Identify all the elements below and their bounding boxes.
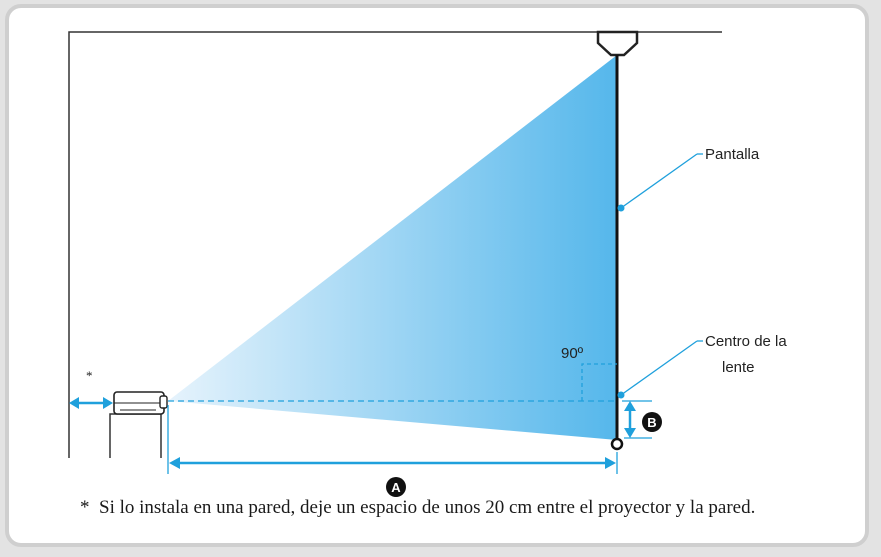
lens-center-label-line1: Centro de la bbox=[705, 333, 787, 350]
height-b-badge: B bbox=[642, 412, 662, 432]
projector-stand bbox=[109, 413, 162, 458]
height-b-arrow bbox=[624, 401, 636, 438]
distance-a-badge: A bbox=[386, 477, 406, 497]
height-b-letter: B bbox=[647, 415, 656, 430]
projector-icon bbox=[113, 391, 168, 415]
angle-label: 90º bbox=[561, 345, 584, 362]
footnote-prefix: * bbox=[80, 497, 90, 518]
room-wall-ceiling bbox=[68, 31, 722, 458]
distance-a-letter: A bbox=[391, 480, 401, 495]
distance-a-arrow bbox=[169, 457, 616, 469]
wall-clearance-mark: * bbox=[86, 368, 93, 383]
screen-label: Pantalla bbox=[705, 146, 760, 163]
lens-center-label-line2: lente bbox=[722, 359, 755, 376]
right-angle-marker bbox=[581, 363, 617, 401]
screen-bottom-roller bbox=[610, 437, 624, 451]
lens-center-callout-line bbox=[620, 340, 698, 396]
lens-center-callout-dot bbox=[617, 391, 625, 399]
screen-callout-dot bbox=[617, 204, 625, 212]
footnote-text: Si lo instala en una pared, deje un espa… bbox=[99, 497, 756, 518]
wall-clearance-arrow bbox=[69, 397, 113, 409]
footnote: * Si lo instala en una pared, deje un es… bbox=[80, 496, 780, 519]
screen-mount bbox=[596, 30, 639, 57]
screen-callout-line bbox=[620, 153, 698, 209]
projection-beam bbox=[168, 55, 617, 440]
